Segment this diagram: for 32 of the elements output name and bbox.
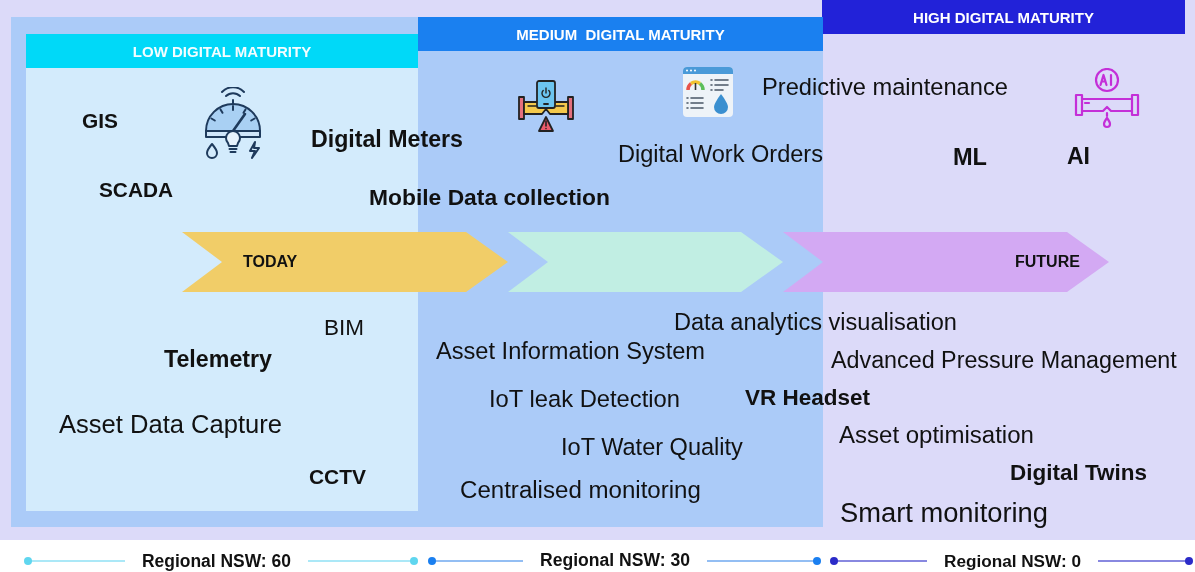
arrow-label: FUTURE	[1015, 252, 1080, 272]
panel-header: HIGH DIGITAL MATURITY	[822, 0, 1185, 34]
range-label: Regional NSW: 0	[944, 550, 1081, 572]
technology-label: Asset Data Capture	[59, 408, 282, 440]
panel-header: MEDIUM DIGITAL MATURITY	[418, 17, 823, 51]
technology-label: IoT Water Quality	[561, 432, 743, 462]
panel-header: LOW DIGITAL MATURITY	[26, 34, 418, 68]
technology-label: AI	[1067, 143, 1090, 171]
technology-label: Asset optimisation	[839, 420, 1034, 450]
chevron-arrow	[508, 232, 783, 292]
technology-label: Predictive maintenance	[762, 72, 1008, 102]
technology-label: IoT leak Detection	[489, 384, 680, 414]
technology-label: Mobile Data collection	[369, 184, 610, 212]
technology-label: Telemetry	[164, 346, 272, 374]
technology-label: Digital Work Orders	[618, 139, 823, 169]
technology-label: Advanced Pressure Management	[831, 347, 1177, 375]
technology-label: GIS	[82, 108, 118, 134]
range-label: Regional NSW: 60	[142, 550, 291, 572]
range-label: Regional NSW: 30	[540, 550, 690, 572]
technology-label: Data analytics visualisation	[674, 307, 957, 337]
technology-label: Centralised monitoring	[460, 475, 701, 505]
maturity-panel	[0, 0, 1195, 540]
technology-label: Digital Twins	[1010, 459, 1147, 487]
arrow-label: TODAY	[243, 252, 298, 272]
technology-label: VR Headset	[745, 384, 870, 412]
technology-label: CCTV	[309, 464, 366, 490]
technology-label: Asset Information System	[436, 336, 705, 366]
technology-label: Smart monitoring	[840, 496, 1048, 530]
technology-label: BIM	[324, 314, 364, 342]
technology-label: SCADA	[99, 177, 173, 203]
technology-label: ML	[953, 142, 987, 172]
technology-label: Digital Meters	[311, 126, 463, 154]
